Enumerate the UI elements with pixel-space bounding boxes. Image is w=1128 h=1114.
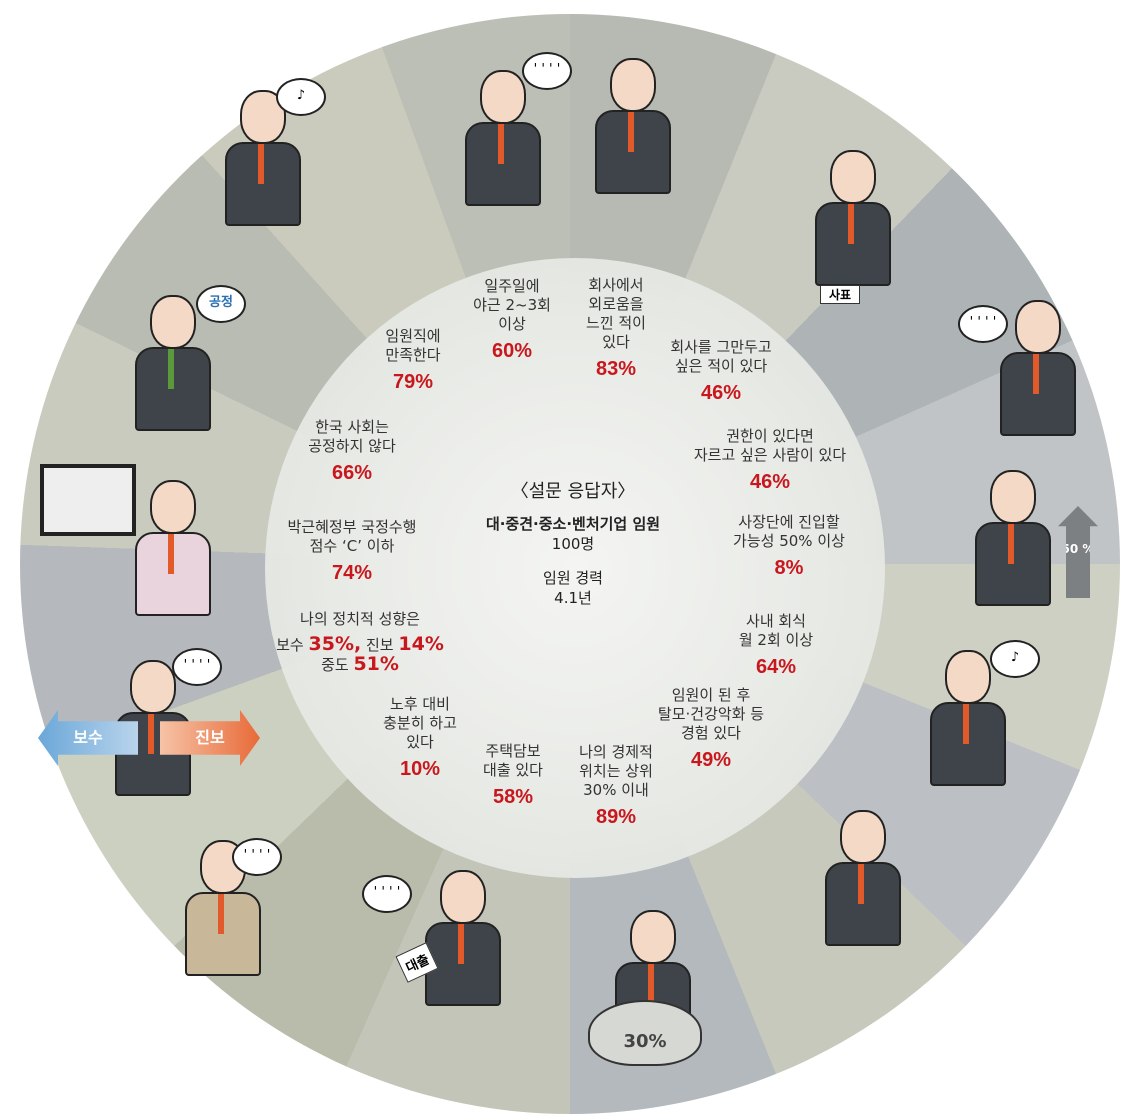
respondent-type: 대·중견·중소·벤처기업 임원 [485,515,661,533]
stat-label: 회사에서 외로움을 느낀 적이 있다 [586,276,646,351]
stat-label: 박근혜정부 국정수행 점수 ‘C’ 이하 [287,518,417,555]
speech-bubble: ' ' ' ' [522,52,572,90]
stat-label: 임원직에 만족한다 [385,327,441,364]
executive-crossed-arms-illustration [975,290,1105,440]
executive-loan-illustration [400,860,530,1010]
stat-satisfied: 임원직에 만족한다 79% [385,327,440,392]
stat-ceo-chance: 사장단에 진입할 가능성 50% 이상 8% [733,513,845,578]
stat-pct: 74% [331,562,373,584]
stat-pct: 64% [755,656,797,678]
executive-drinking-illustration [905,640,1035,790]
stat-label: 나의 경제적 위치는 상위 30% 이내 [579,743,653,799]
stat-overtime: 일주일에 야근 2~3회 이상 60% [473,277,551,361]
stat-label: 임원이 된 후 탈모·건강악화 등 경험 있다 [657,686,765,742]
stat-retirement: 노후 대비 충분히 하고 있다 10% [383,695,457,779]
stat-label: 일주일에 야근 2~3회 이상 [473,277,551,333]
music-bubble: ♪ [990,640,1040,678]
executive-angry-illustration [790,140,920,290]
stat-pct: 60% [491,340,533,362]
stat-label: 한국 사회는 공정하지 않다 [308,418,396,455]
stat-fire: 권한이 있다면 자르고 싶은 사람이 있다 46% [694,427,846,492]
stat-pct: 46% [749,471,791,493]
respondent-title: 〈설문 응답자〉 [510,481,636,502]
executive-tv-illustration [110,470,240,620]
stat-economic: 나의 경제적 위치는 상위 30% 이내 89% [579,743,653,827]
executive-chair-illustration [950,460,1080,610]
stat-label: 회사를 그만두고 싶은 적이 있다 [670,338,772,375]
career-label: 임원 경력 [543,569,603,587]
stat-label: 노후 대비 충분히 하고 있다 [383,695,457,751]
rock-30pct: 30% [588,1000,702,1066]
fair-bubble: 공정 [196,285,246,323]
stat-pct: 10% [399,758,441,780]
progressive-label: 진보 [366,636,394,654]
tv-screen-icon [40,464,136,536]
stat-label: 주택담보 대출 있다 [483,742,543,779]
conservative-label: 보수 [276,636,304,654]
inner-circle [265,258,885,878]
stat-unfair: 한국 사회는 공정하지 않다 66% [308,418,396,483]
stat-label: 사내 회식 월 2회 이상 [738,612,814,649]
stat-pct: 58% [492,786,534,808]
stat-label: 권한이 있다면 자르고 싶은 사람이 있다 [693,427,847,464]
stat-mortgage: 주택담보 대출 있다 58% [483,742,543,807]
executive-unfair-illustration [110,285,240,435]
politics-label: 나의 정치적 성향은 [300,610,420,628]
career-value: 4.1년 [554,589,592,607]
stat-label: 사장단에 진입할 가능성 50% 이상 [733,513,845,550]
speech-bubble: ' ' ' ' [958,305,1008,343]
moderate-pct: 51% [353,653,399,675]
stat-pct: 83% [595,358,637,380]
stat-pct: 66% [331,462,373,484]
stat-politics: 나의 정치적 성향은 보수 35%, 진보 14% 중도 51% [260,610,460,675]
progressive-pct: 14% [398,633,444,655]
stat-pct: 79% [392,371,434,393]
speech-bubble: ' ' ' ' [172,648,222,686]
respondent-count: 100명 [551,535,595,553]
executive-thumbs-up-illustration [200,80,330,230]
executive-lonely-illustration [570,48,700,198]
stat-lonely: 회사에서 외로움을 느낀 적이 있다 83% [586,276,646,379]
speech-bubble: ' ' ' ' [362,875,412,913]
stat-health: 임원이 된 후 탈모·건강악화 등 경험 있다 49% [658,686,764,770]
stat-government: 박근혜정부 국정수행 점수 ‘C’ 이하 74% [288,518,417,583]
stat-pct: 8% [774,557,804,579]
stat-pct: 49% [690,749,732,771]
stat-quit: 회사를 그만두고 싶은 적이 있다 46% [670,338,771,403]
speech-bubble: ' ' ' ' [232,838,282,876]
respondent-info: 〈설문 응답자〉 대·중견·중소·벤처기업 임원 100명 임원 경력 4.1년 [486,482,660,608]
executive-overtime-illustration [440,60,570,210]
moderate-label: 중도 [321,656,349,674]
resign-letter: 사표 [820,285,861,304]
stat-pct: 89% [595,806,637,828]
conservative-pct: 35%, [308,633,362,655]
executive-mirror-illustration [800,800,930,950]
stat-dinner: 사내 회식 월 2회 이상 64% [739,612,813,677]
stat-pct: 46% [700,382,742,404]
music-bubble: ♪ [276,78,326,116]
